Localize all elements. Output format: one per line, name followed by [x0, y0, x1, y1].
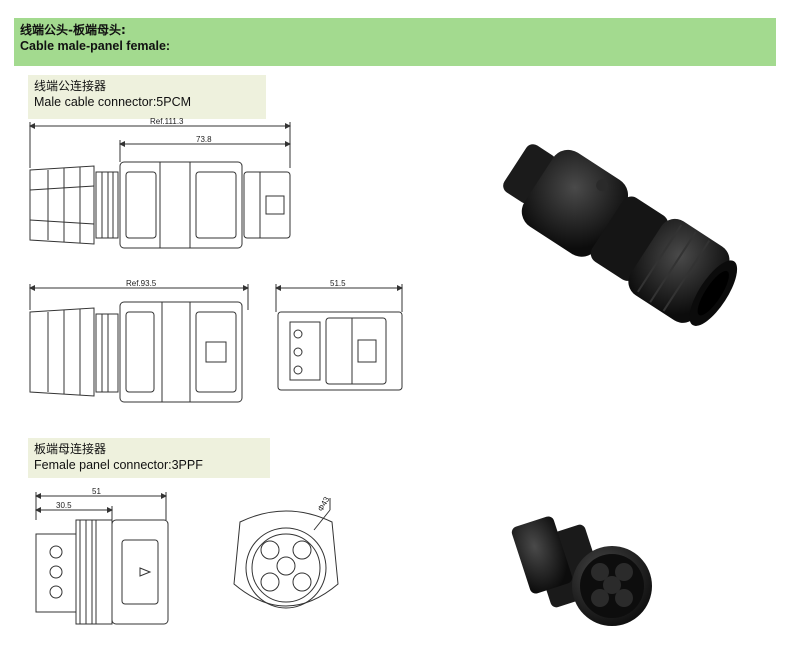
header-title-en: Cable male-panel female: — [20, 39, 171, 53]
male-connector-top-drawing — [29, 122, 291, 249]
male-connector-end-drawing — [275, 284, 403, 391]
dim-female-total: 51 — [92, 487, 101, 496]
page-header: 线端公头-板端母头: Cable male-panel female: — [14, 18, 776, 66]
female-connector-photo — [511, 516, 652, 626]
female-connector-label: 板端母连接器 Female panel connector:3PPF — [28, 438, 270, 478]
dim-side-total: Ref.93.5 — [126, 279, 157, 288]
female-connector-label-en: Female panel connector:3PPF — [34, 458, 203, 472]
dim-female-body: 30.5 — [56, 501, 72, 510]
female-connector-front-drawing — [233, 498, 339, 609]
male-connector-label-en: Male cable connector:5PCM — [34, 95, 192, 109]
header-title-zh: 线端公头-板端母头: — [20, 23, 126, 37]
dim-end-view: 51.5 — [330, 279, 346, 288]
dim-body-top: 73.8 — [196, 135, 212, 144]
female-connector-side-drawing — [35, 492, 169, 625]
male-connector-photo — [503, 144, 738, 326]
female-connector-label-zh: 板端母连接器 — [34, 442, 107, 456]
male-connector-side-drawing — [29, 284, 249, 403]
male-connector-label: 线端公连接器 Male cable connector:5PCM — [28, 75, 266, 119]
dim-total-top: Ref.111.3 — [150, 117, 184, 126]
male-connector-label-zh: 线端公连接器 — [34, 79, 107, 93]
